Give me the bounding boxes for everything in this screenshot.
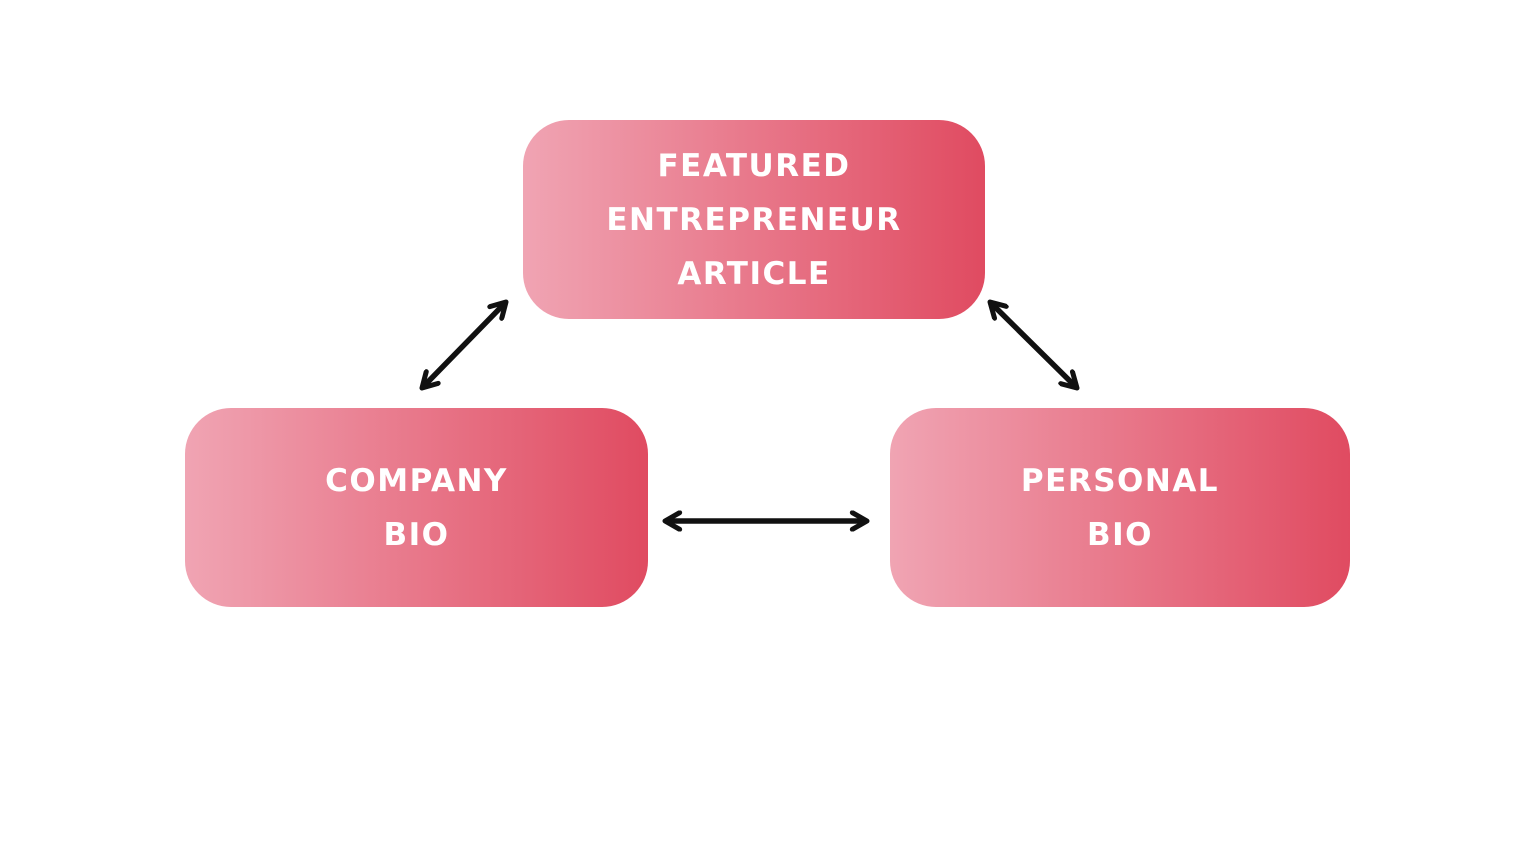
node-featured-entrepreneur-article: FEATURED ENTREPRENEUR ARTICLE: [523, 120, 985, 319]
node-label-line: ARTICLE: [677, 255, 831, 292]
node-label-line: ENTREPRENEUR: [606, 201, 902, 238]
node-label-line: FEATURED: [657, 147, 851, 184]
node-label-line: BIO: [1086, 516, 1153, 553]
node-personal-bio: PERSONAL BIO: [890, 408, 1350, 607]
node-company-bio: COMPANY BIO: [185, 408, 648, 607]
node-label-line: BIO: [383, 516, 450, 553]
arrow-company-bio-to-featured-article: [422, 302, 506, 388]
node-label-line: COMPANY: [325, 462, 508, 499]
node-label-line: PERSONAL: [1020, 462, 1220, 499]
arrow-personal-bio-to-featured-article: [990, 302, 1077, 388]
